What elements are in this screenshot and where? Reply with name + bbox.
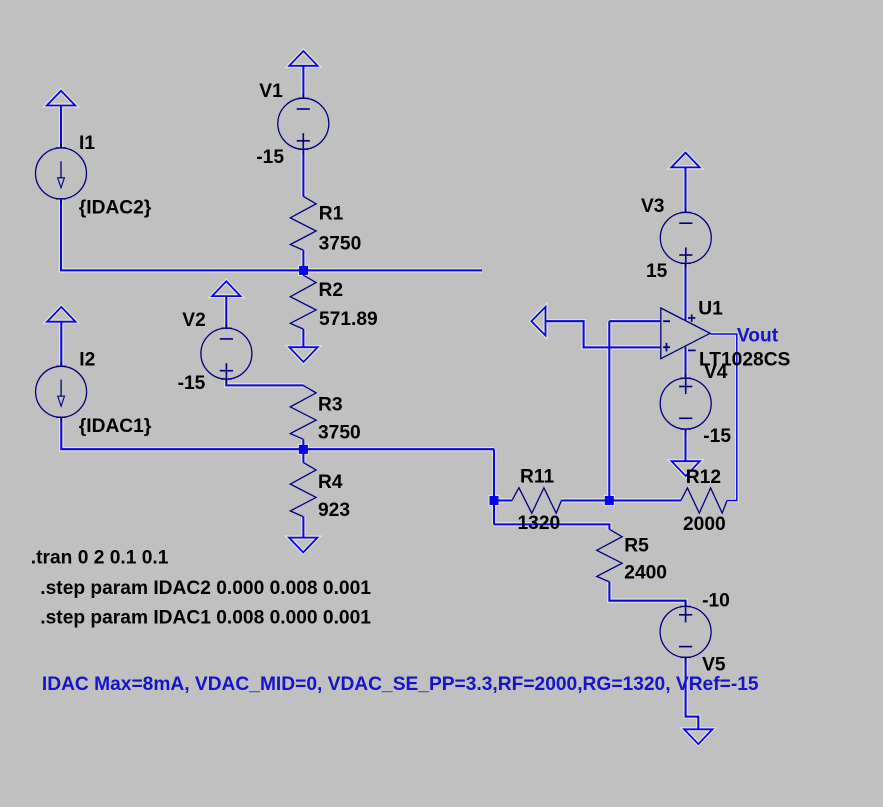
svg-text:R5: R5 bbox=[624, 535, 649, 556]
svg-text:V4: V4 bbox=[704, 362, 728, 383]
svg-text:1320: 1320 bbox=[518, 513, 561, 534]
svg-text:571.89: 571.89 bbox=[319, 309, 378, 330]
svg-text:3750: 3750 bbox=[318, 423, 361, 444]
svg-text:-15: -15 bbox=[178, 373, 206, 394]
svg-text:R11: R11 bbox=[520, 466, 554, 487]
svg-text:R1: R1 bbox=[319, 204, 344, 225]
svg-text:U1: U1 bbox=[698, 299, 723, 320]
svg-text:.step param IDAC1 0.008 0.000: .step param IDAC1 0.008 0.000 0.001 bbox=[40, 607, 371, 628]
svg-text:{IDAC1}: {IDAC1} bbox=[79, 416, 152, 437]
svg-text:R4: R4 bbox=[318, 472, 343, 493]
svg-text:V3: V3 bbox=[641, 196, 664, 217]
svg-text:923: 923 bbox=[318, 500, 350, 521]
svg-text:R3: R3 bbox=[318, 395, 343, 416]
svg-text:.step param IDAC2 0.000 0.008: .step param IDAC2 0.000 0.008 0.001 bbox=[40, 578, 371, 599]
svg-text:R2: R2 bbox=[319, 280, 344, 301]
svg-text:IDAC Max=8mA, VDAC_MID=0, VDAC: IDAC Max=8mA, VDAC_MID=0, VDAC_SE_PP=3.3… bbox=[42, 674, 759, 695]
svg-text:-15: -15 bbox=[703, 426, 731, 447]
svg-text:V1: V1 bbox=[259, 81, 283, 102]
svg-text:{IDAC2}: {IDAC2} bbox=[79, 197, 152, 218]
svg-text:LT1028CS: LT1028CS bbox=[699, 350, 791, 371]
svg-text:V5: V5 bbox=[702, 654, 726, 675]
svg-text:3750: 3750 bbox=[319, 233, 362, 254]
svg-text:I2: I2 bbox=[79, 350, 95, 371]
svg-text:Vout: Vout bbox=[737, 325, 779, 346]
svg-text:-10: -10 bbox=[702, 591, 730, 612]
svg-text:V2: V2 bbox=[182, 310, 205, 331]
svg-text:R12: R12 bbox=[686, 467, 721, 488]
svg-text:.tran 0 2 0.1 0.1: .tran 0 2 0.1 0.1 bbox=[31, 547, 169, 568]
svg-text:2400: 2400 bbox=[624, 562, 667, 583]
svg-text:-15: -15 bbox=[256, 147, 284, 168]
svg-text:15: 15 bbox=[646, 261, 668, 282]
svg-text:2000: 2000 bbox=[683, 514, 726, 535]
svg-text:I1: I1 bbox=[79, 133, 95, 154]
